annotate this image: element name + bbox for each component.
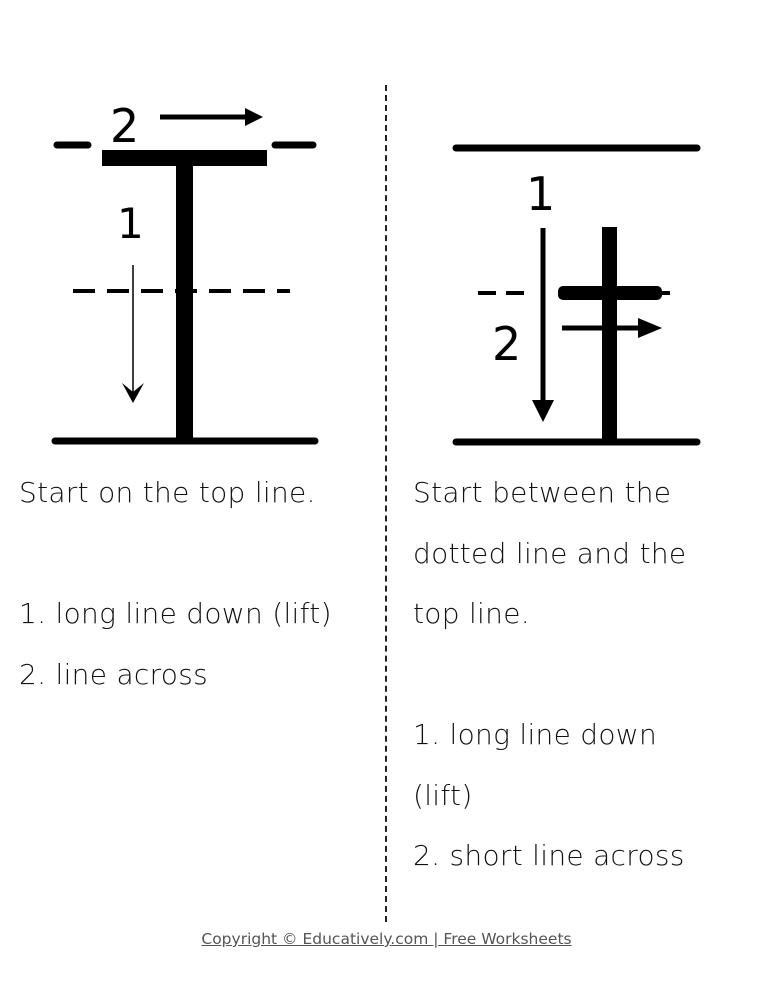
right-instructions: Start between the dotted line and the to… <box>413 463 686 887</box>
stroke-number-2: 2 <box>492 317 521 371</box>
copyright-link[interactable]: Copyright © Educatively.com | Free Works… <box>201 930 572 948</box>
right-intro-line-2: dotted line and the <box>413 536 687 570</box>
stroke-number-2: 2 <box>110 99 139 153</box>
right-intro-line-1: Start between the <box>413 476 672 509</box>
left-step-2: 2. line across <box>19 657 209 691</box>
lowercase-t-stroke-diagram: 1 2 <box>452 144 701 446</box>
left-step-1: 1. long line down (lift) <box>19 597 332 630</box>
stroke-number-1: 1 <box>526 167 555 221</box>
left-instructions: Start on the top line. 1. long line down… <box>19 463 332 705</box>
right-step-2: 2. short line across <box>413 839 685 872</box>
right-step-1: 1. long line down <box>413 718 658 751</box>
right-intro-line-3: top line. <box>413 597 530 630</box>
capital-t-stroke-diagram: 2 1 <box>51 99 319 445</box>
stroke-number-1: 1 <box>117 199 144 248</box>
right-step-1-cont: (lift) <box>413 778 473 812</box>
vertical-dashed-divider <box>385 85 387 922</box>
left-intro: Start on the top line. <box>19 476 316 509</box>
footer: Copyright © Educatively.com | Free Works… <box>0 930 773 948</box>
